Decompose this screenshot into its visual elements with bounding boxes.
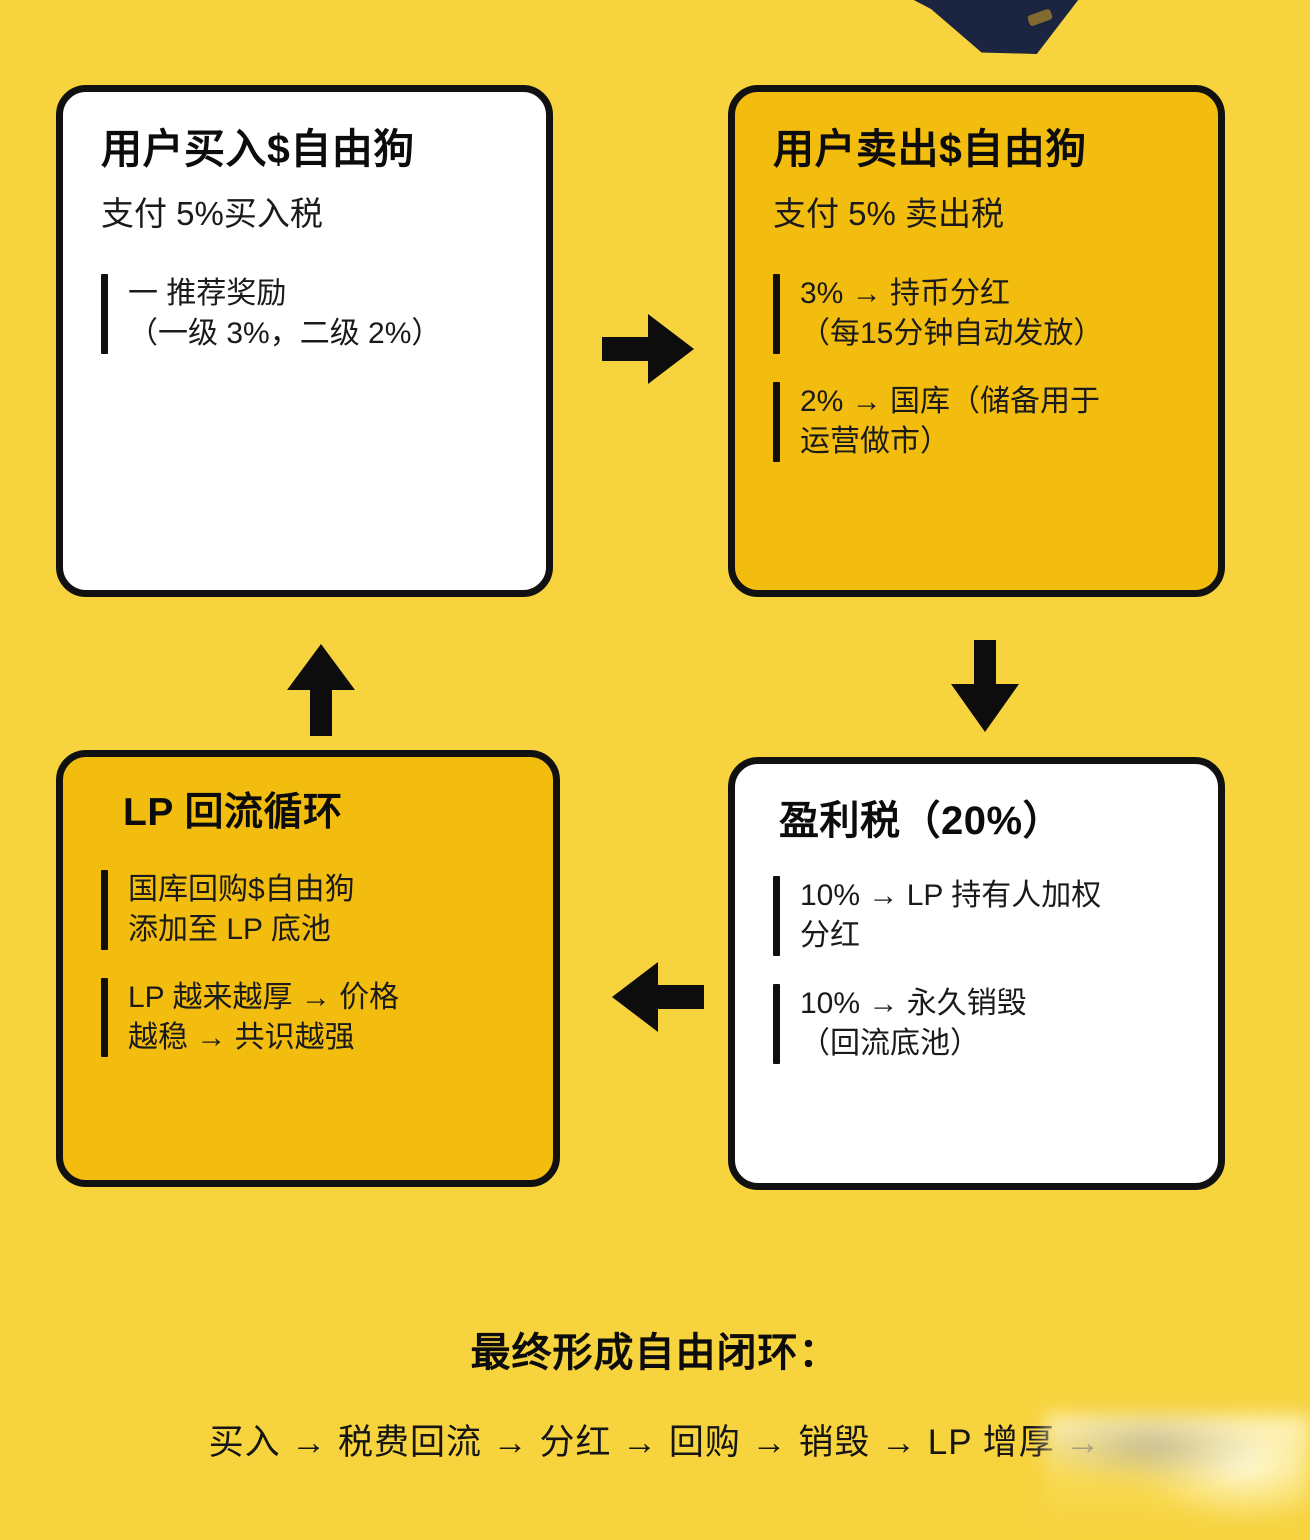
top-decorative-photo [832, 0, 1122, 94]
footer-flow-line: 买入 → 税费回流 → 分红 → 回购 → 销毁 → LP 增厚 → [208, 1423, 1102, 1462]
bullet-bar-icon [773, 876, 780, 956]
node-profit-tax-title: 盈利税（20%） [779, 799, 1064, 843]
footer-summary: 最终形成自由闭环： 买入 → 税费回流 → 分红 → 回购 → 销毁 → LP … [0, 1320, 1310, 1465]
node-user-sell-title: 用户卖出$自由狗 [773, 126, 1087, 172]
node-user-sell: 用户卖出$自由狗 支付 5% 卖出税 3% → 持币分红 （每15分钟自动发放）… [728, 85, 1225, 597]
bullet-bar-icon [101, 274, 108, 355]
bullet-item: 国库回购$自由狗 添加至 LP 底池 [101, 869, 523, 950]
node-user-buy-subtitle: 支付 5%买入税 [101, 195, 323, 233]
photo-gold-fragment-2 [1026, 8, 1054, 27]
arrow-left-icon [608, 952, 708, 1042]
node-lp-loop-bullets: 国库回购$自由狗 添加至 LP 底池 LP 越来越厚 → 价格 越稳 → 共识越… [101, 869, 523, 1058]
bullet-item: 3% → 持币分红 （每15分钟自动发放） [773, 274, 1188, 355]
bullet-text: 国库回购$自由狗 添加至 LP 底池 [128, 872, 355, 946]
node-user-sell-bullets: 3% → 持币分红 （每15分钟自动发放） 2% → 国库（储备用于 运营做市） [773, 274, 1188, 462]
bullet-item: 10% → LP 持有人加权 分红 [773, 876, 1188, 956]
bullet-item: LP 越来越厚 → 价格 越稳 → 共识越强 [101, 977, 523, 1058]
node-user-sell-subtitle: 支付 5% 卖出税 [773, 195, 1005, 233]
arrow-down-icon [945, 636, 1025, 736]
bullet-text: LP 越来越厚 → 价格 越稳 → 共识越强 [128, 980, 400, 1054]
bullet-bar-icon [773, 382, 780, 462]
bullet-text: 2% → 国库（储备用于 运营做市） [800, 385, 1101, 459]
bullet-item: 10% → 永久销毁 （回流底池） [773, 983, 1188, 1064]
arrow-up-icon [281, 640, 361, 740]
node-user-buy: 用户买入$自由狗 支付 5%买入税 一 推荐奖励 （一级 3%，二级 2%） [56, 85, 553, 597]
bullet-bar-icon [773, 274, 780, 355]
bullet-bar-icon [101, 977, 108, 1058]
bullet-text: 3% → 持币分红 （每15分钟自动发放） [800, 277, 1104, 351]
bullet-bar-icon [101, 869, 108, 950]
bullet-item: 2% → 国库（储备用于 运营做市） [773, 382, 1188, 462]
node-user-buy-bullets: 一 推荐奖励 （一级 3%，二级 2%） [101, 274, 516, 355]
bullet-bar-icon [773, 983, 780, 1064]
node-lp-loop-title: LP 回流循环 [123, 791, 343, 834]
node-user-buy-title: 用户买入$自由狗 [101, 126, 415, 172]
node-lp-loop: LP 回流循环 国库回购$自由狗 添加至 LP 底池 LP 越来越厚 → 价格 … [56, 750, 560, 1187]
bullet-text: 10% → 永久销毁 （回流底池） [800, 986, 1027, 1060]
bullet-item: 一 推荐奖励 （一级 3%，二级 2%） [101, 274, 516, 355]
arrow-right-icon [598, 304, 698, 394]
footer-title: 最终形成自由闭环： [470, 1331, 840, 1375]
bullet-text: 一 推荐奖励 （一级 3%，二级 2%） [128, 277, 442, 351]
photo-navy-shape [862, 0, 1092, 54]
node-profit-tax: 盈利税（20%） 10% → LP 持有人加权 分红 10% → 永久销毁 （回… [728, 757, 1225, 1190]
node-profit-tax-bullets: 10% → LP 持有人加权 分红 10% → 永久销毁 （回流底池） [773, 876, 1188, 1064]
bullet-text: 10% → LP 持有人加权 分红 [800, 879, 1102, 952]
